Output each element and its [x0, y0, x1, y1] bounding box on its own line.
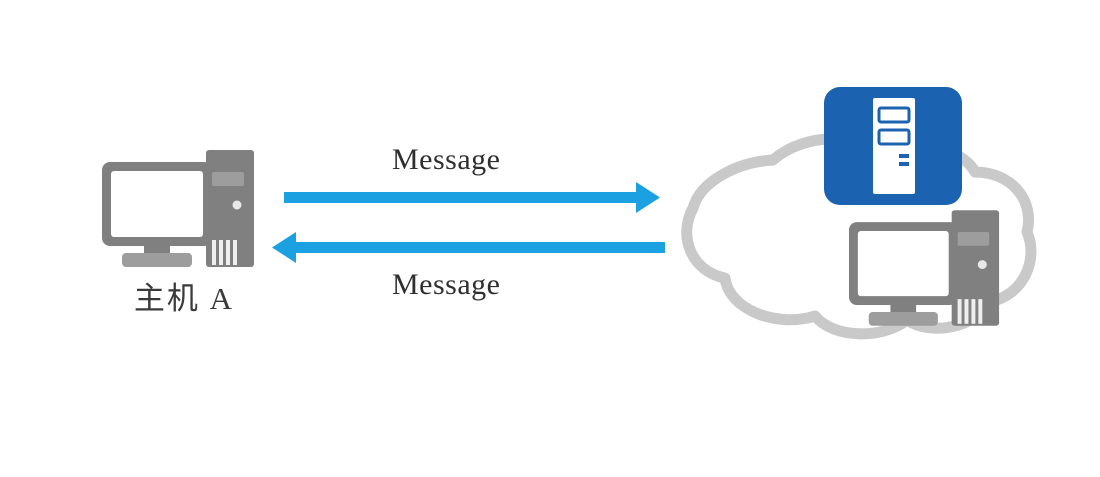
message-label-back: Message [392, 268, 501, 301]
server-tower-icon [823, 86, 963, 206]
message-label-forward: Message [392, 143, 501, 176]
arrow-back [262, 228, 672, 270]
desktop-computer-icon [847, 206, 1005, 334]
host-a-node: 主机 A [100, 148, 275, 323]
arrow-forward [268, 178, 668, 220]
network-cloud-node [655, 87, 1045, 343]
host-a-label: 主机 A [133, 281, 235, 316]
desktop-computer-icon [100, 148, 260, 273]
